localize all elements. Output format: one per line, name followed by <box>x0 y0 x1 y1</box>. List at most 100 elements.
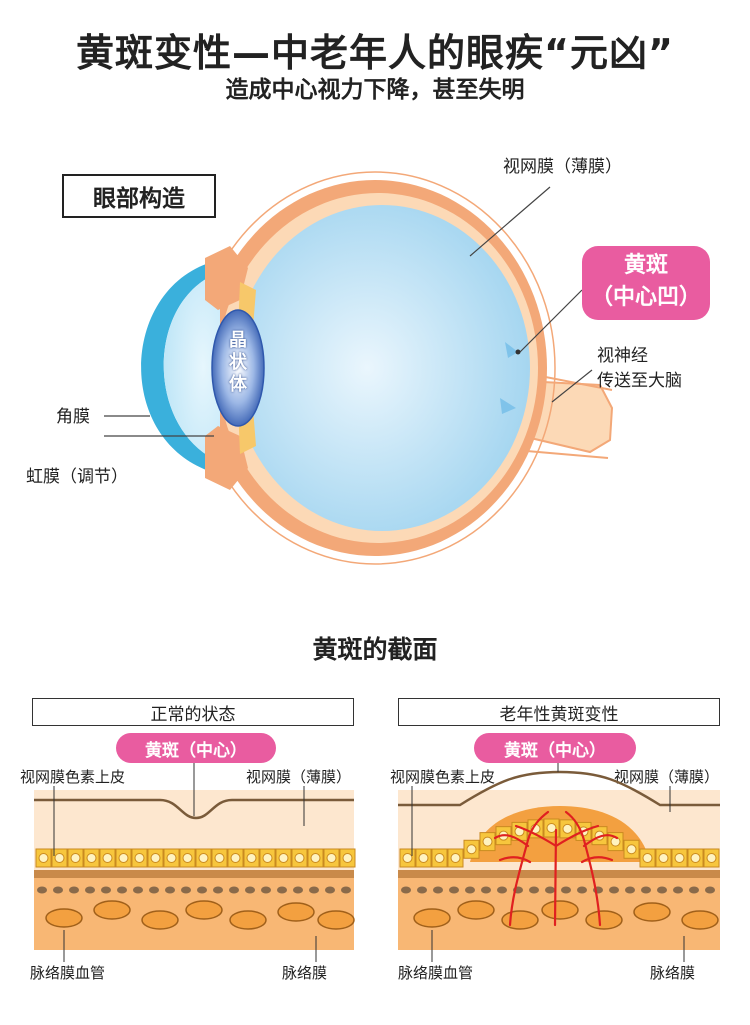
choroid-vessel <box>141 910 179 930</box>
choroid-dot <box>449 886 459 894</box>
neovessel <box>554 824 600 848</box>
rpe-cell-nucleus <box>434 853 445 863</box>
normal-rpe-cells <box>35 848 356 868</box>
neovessel <box>498 856 532 864</box>
rpe-cell-nucleus <box>310 853 321 863</box>
optic-leader <box>551 369 593 403</box>
normal-choroid-dots <box>37 886 351 894</box>
macula-callout-line2: （中心凹） <box>590 285 701 310</box>
amd-retina-surface <box>398 770 720 807</box>
choroid-dot <box>545 886 555 894</box>
panel-amd-rpe-label: 视网膜色素上皮 <box>390 768 496 786</box>
choroid-dot <box>625 886 635 894</box>
rpe-cell-nucleus <box>54 853 65 863</box>
rpe-cell-nucleus <box>86 853 97 863</box>
macula-callout: 黄斑 （中心凹） <box>582 246 710 320</box>
amd-choroid-dots <box>401 886 715 894</box>
choroid-dot <box>229 886 239 894</box>
cornea-label: 角膜 <box>56 407 90 427</box>
choroid-dot <box>673 886 683 894</box>
rpe-cell-nucleus <box>642 853 653 863</box>
choroid-dot <box>293 886 303 894</box>
rpe-cell-nucleus <box>466 844 477 855</box>
panel-normal-rpe-label: 视网膜色素上皮 <box>20 768 126 786</box>
vitreous-body <box>234 205 530 531</box>
panel-normal-header: 正常的状态 <box>32 698 354 726</box>
panel-amd-vessel-label: 脉络膜血管 <box>398 964 474 982</box>
panel-amd-layers <box>398 770 720 950</box>
choroid-dot <box>401 886 411 894</box>
choroid-dot <box>689 886 699 894</box>
rpe-cell-nucleus <box>294 853 305 863</box>
choroid-dot <box>181 886 191 894</box>
neovessel <box>580 856 614 864</box>
choroid-dot <box>433 886 443 894</box>
normal-retina-surface <box>34 798 354 820</box>
macula-leader <box>519 289 583 353</box>
fovea-pit <box>505 342 518 358</box>
optic-nerve-line1: 视神经 <box>597 346 648 366</box>
rpe-cell-nucleus <box>418 853 429 863</box>
choroid-dot <box>465 886 475 894</box>
iris-label: 虹膜（调节） <box>26 467 128 487</box>
choroid-vessel <box>317 910 355 930</box>
rpe-cell-nucleus <box>38 853 49 863</box>
choroid-vessel <box>501 910 539 930</box>
neovessel <box>564 810 602 927</box>
optic-nerve-line2: 传送至大脑 <box>597 371 682 391</box>
choroid-dot <box>341 886 351 894</box>
rpe-cell-nucleus <box>102 853 113 863</box>
choroid-dot <box>85 886 95 894</box>
rpe-cell-nucleus <box>214 853 225 863</box>
neovessel <box>582 834 619 848</box>
neovessel <box>514 824 558 848</box>
rpe-cell-nucleus <box>118 853 129 863</box>
rpe-cell-nucleus <box>326 853 337 863</box>
optic-disc <box>500 398 516 414</box>
cornea <box>141 262 220 472</box>
rpe-cell-nucleus <box>342 853 353 863</box>
choroid-dot <box>325 886 335 894</box>
lens <box>211 309 265 427</box>
rpe-cell-nucleus <box>674 853 685 863</box>
rpe-cell-nucleus <box>278 853 289 863</box>
choroid-dot <box>165 886 175 894</box>
optic-nerve-label: 视神经 传送至大脑 <box>597 344 682 394</box>
rpe-cell-nucleus <box>134 853 145 863</box>
rpe-cell-nucleus <box>706 853 717 863</box>
panel-amd-header: 老年性黄斑变性 <box>398 698 720 726</box>
rpe-cell-nucleus <box>182 853 193 863</box>
rpe-cell-nucleus <box>658 853 669 863</box>
choroid-dot <box>133 886 143 894</box>
iris-upper <box>205 246 248 310</box>
rpe-cell-nucleus <box>246 853 257 863</box>
choroid-vessel <box>541 900 579 920</box>
neovessel <box>508 810 550 927</box>
choroid-dot <box>149 886 159 894</box>
choroid-vessel <box>93 900 131 920</box>
rpe-cell-nucleus <box>402 853 413 863</box>
choroid-vessel <box>229 910 267 930</box>
panel-normal-layers <box>34 790 356 950</box>
macula-dot <box>515 349 521 355</box>
rpe-cell-nucleus <box>166 853 177 863</box>
choroid-dot <box>101 886 111 894</box>
anterior-chamber <box>163 272 220 462</box>
choroid-dot <box>117 886 127 894</box>
choroid-dot <box>497 886 507 894</box>
choroid-dot <box>577 886 587 894</box>
amd-rpe-cells <box>399 818 720 868</box>
retina-leader <box>469 186 551 257</box>
amd-neovessels <box>493 810 619 927</box>
choroid-dot <box>641 886 651 894</box>
rpe-cell-nucleus <box>626 844 637 855</box>
choroid-vessel <box>585 910 623 930</box>
rpe-cell-nucleus <box>450 853 461 863</box>
choroid-dot <box>481 886 491 894</box>
panel-amd-macula-pill: 黄斑（中心） <box>474 733 636 763</box>
rpe-cell-nucleus <box>610 836 621 847</box>
rpe-cell-nucleus <box>230 853 241 863</box>
choroid-dot <box>417 886 427 894</box>
eye-structure-label: 眼部构造 <box>62 174 216 218</box>
